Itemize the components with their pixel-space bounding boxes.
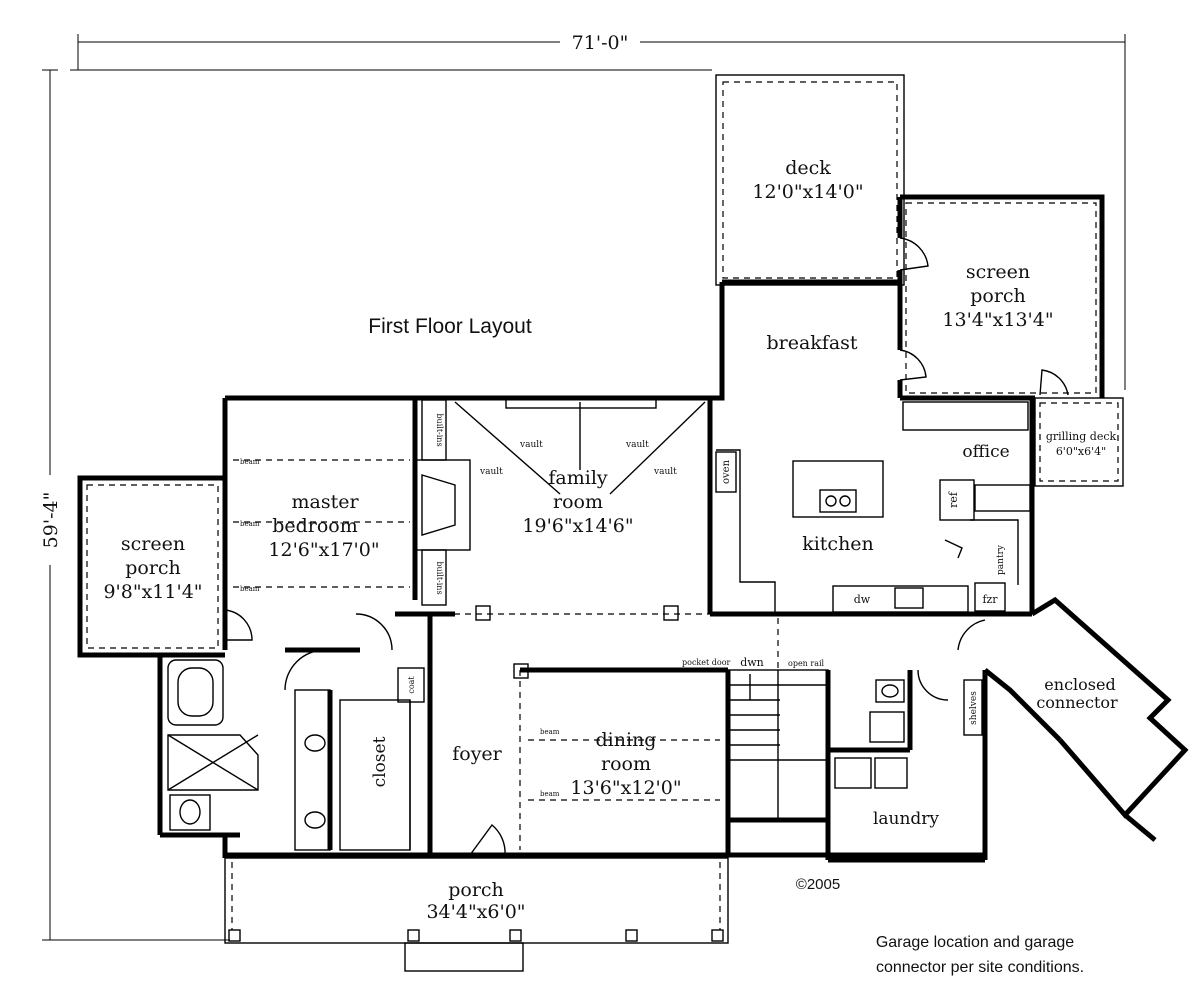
plan-title: First Floor Layout — [368, 315, 532, 338]
screen-porch-right-size: 13'4"x13'4" — [942, 309, 1053, 331]
enclosed-connector-label-1: enclosed — [1044, 675, 1115, 694]
vault-label-2: vault — [625, 440, 649, 450]
deck-outline — [715, 74, 905, 286]
grilling-deck-size: 6'0"x6'4" — [1056, 445, 1106, 458]
fireplace — [414, 399, 471, 606]
master-bedroom-label-1: master — [291, 491, 359, 513]
breakfast-label: breakfast — [766, 332, 857, 354]
site-note-line-1: Garage location and garage — [876, 934, 1074, 951]
master-bath — [157, 647, 411, 858]
fixture-labels: vault vault vault vault beam beam beam b… — [240, 413, 1006, 798]
beam-label-3: beam — [240, 585, 260, 593]
beam-label-4: beam — [540, 728, 560, 736]
oven-label: oven — [721, 459, 732, 484]
laundry-walls — [825, 669, 988, 863]
site-note-line-2: connector per site conditions. — [876, 959, 1084, 976]
ref-label: ref — [947, 491, 960, 508]
dining-room-size: 13'6"x12'0" — [570, 777, 681, 799]
kitchen-fixtures — [715, 449, 1031, 614]
laundry-label: laundry — [873, 809, 939, 829]
dining-room-label-1: dining — [596, 729, 657, 751]
master-bedroom-size: 12'6"x17'0" — [268, 539, 379, 561]
pocket-door-label: pocket door — [682, 658, 731, 667]
screen-porch-left-outline — [77, 475, 253, 658]
screen-porch-right-label-1: screen — [966, 261, 1030, 283]
screen-porch-left-label-1: screen — [121, 533, 185, 555]
enclosed-connector-walls — [957, 596, 1189, 842]
enclosed-connector-label-2: connector — [1036, 693, 1118, 712]
family-room-label-1: family — [548, 467, 608, 489]
depth-dimension: 59'-4" — [40, 492, 62, 549]
screen-porch-left-size: 9'8"x11'4" — [103, 581, 202, 603]
screen-porch-left-label-2: porch — [125, 557, 181, 579]
beam-label-1: beam — [240, 458, 260, 466]
vault-label-3: vault — [479, 467, 503, 477]
stairs — [727, 618, 831, 855]
vault-label-1: vault — [519, 440, 543, 450]
grilling-deck-label: grilling deck — [1046, 430, 1117, 443]
dining-room-label-2: room — [601, 753, 651, 775]
master-bedroom-label-2: bedroom — [272, 515, 358, 537]
kitchen-label: kitchen — [802, 533, 874, 555]
family-room-size: 19'6"x14'6" — [522, 515, 633, 537]
office-label: office — [962, 442, 1009, 462]
grilling-deck-outline — [1034, 397, 1124, 487]
family-room-vault-lines — [432, 401, 710, 621]
family-room-label-2: room — [553, 491, 603, 513]
dw-label: dw — [854, 593, 871, 606]
built-ins-label-1: built-ins — [435, 413, 444, 446]
beam-label-2: beam — [240, 520, 260, 528]
foyer-label: foyer — [452, 743, 502, 765]
coat-label: coat — [407, 676, 416, 694]
foyer-walls — [355, 613, 433, 855]
porch-size: 34'4"x6'0" — [426, 901, 525, 923]
fzr-label: fzr — [982, 593, 998, 606]
shelves-label: shelves — [969, 691, 979, 725]
pantry-label: pantry — [996, 544, 1006, 575]
closet-label: closet — [370, 736, 390, 787]
master-beams — [233, 459, 410, 588]
deck-size: 12'0"x14'0" — [752, 181, 863, 203]
deck-label: deck — [785, 157, 831, 179]
front-porch — [224, 823, 985, 972]
room-labels: deck 12'0"x14'0" screen porch 13'4"x13'4… — [103, 157, 1118, 923]
built-ins-label-2: built-ins — [435, 561, 444, 594]
open-rail-label: open rail — [788, 659, 825, 668]
width-dimension: 71'-0" — [572, 32, 629, 54]
dwn-label: dwn — [740, 656, 764, 669]
screen-porch-right-label-2: porch — [970, 285, 1026, 307]
beam-label-5: beam — [540, 790, 560, 798]
kitchen-block-walls — [707, 279, 1035, 617]
vault-label-4: vault — [653, 467, 677, 477]
porch-label: porch — [448, 879, 504, 901]
copyright: ©2005 — [796, 876, 840, 893]
